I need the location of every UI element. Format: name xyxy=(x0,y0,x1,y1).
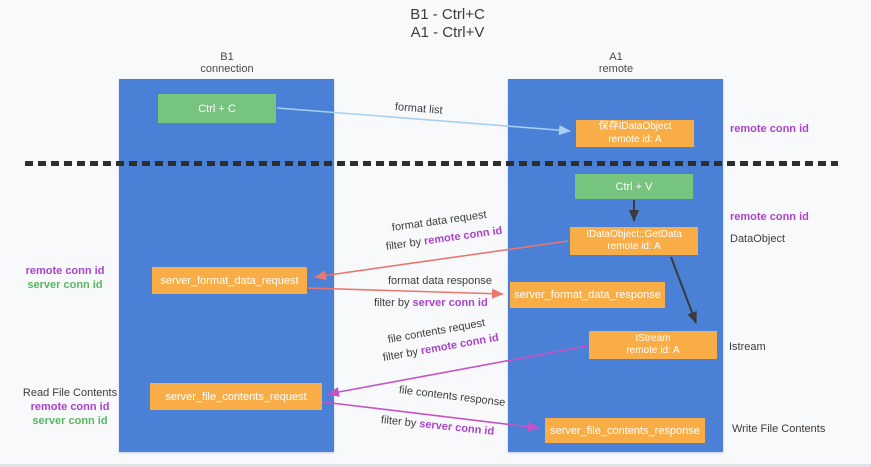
ctrl-c-box: Ctrl + C xyxy=(158,94,276,123)
ctrl-c-label: Ctrl + C xyxy=(198,102,236,115)
left-server-conn-id-1: server conn id xyxy=(27,279,103,291)
title-line-2: A1 - Ctrl+V xyxy=(410,24,485,41)
server-file-contents-request-box: server_file_contents_request xyxy=(150,383,322,410)
right-remote-conn-id-1: remote conn id xyxy=(730,123,809,135)
ctrl-v-label: Ctrl + V xyxy=(615,180,653,193)
server-format-data-request-label: server_format_data_request xyxy=(160,274,299,287)
write-file-contents-label: Write File Contents xyxy=(732,423,826,435)
left-remote-conn-id-2: remote conn id xyxy=(30,401,110,413)
filter-by-server-conn-id-label-2: filter by server conn id xyxy=(380,414,494,438)
server-file-contents-response-label: server_file_contents_response xyxy=(550,424,700,437)
server-conn-id-span: server conn id xyxy=(418,418,495,438)
left-remote-conn-id-1: remote conn id xyxy=(25,265,105,277)
istream-label: Istream xyxy=(729,341,766,353)
format-data-response-arrow xyxy=(307,287,504,299)
file-contents-response-label: file contents response xyxy=(398,384,506,409)
filter-prefix: filter by xyxy=(385,235,425,253)
left-server-conn-id-2: server conn id xyxy=(32,414,108,427)
save-dataobject-line1: 保存IDataObject xyxy=(598,121,672,132)
lane-left-role: connection xyxy=(200,63,254,75)
dashed-divider xyxy=(25,161,838,166)
server-format-data-response-box: server_format_data_response xyxy=(510,282,665,308)
lane-header-left: B1 connection xyxy=(167,51,287,75)
title-line-1: B1 - Ctrl+C xyxy=(410,6,485,23)
ctrl-v-box: Ctrl + V xyxy=(575,174,693,199)
save-dataobject-line2: remote id: A xyxy=(608,133,662,145)
filter-prefix: filter by xyxy=(374,297,413,309)
diagram-title: B1 - Ctrl+C A1 - Ctrl+V xyxy=(0,6,871,42)
filter-prefix: filter by xyxy=(381,345,422,364)
getdata-line1: IDataObject::GetData xyxy=(586,228,682,240)
left-read-file-stack: Read File Contents remote conn id server… xyxy=(10,386,130,428)
server-file-contents-response-box: server_file_contents_response xyxy=(545,418,705,443)
save-dataobject-box: 保存IDataObject remote id: A xyxy=(576,120,694,147)
left-conn-id-stack-top: remote conn id server conn id xyxy=(5,264,125,292)
istream-line2: remote id: A xyxy=(626,345,680,356)
server-file-contents-request-label: server_file_contents_request xyxy=(165,390,307,403)
getdata-box: IDataObject::GetData remote id: A xyxy=(570,227,698,255)
format-data-response-label: format data response xyxy=(388,275,492,287)
server-format-data-request-box: server_format_data_request xyxy=(152,267,307,294)
bottom-edge-strip xyxy=(0,464,871,467)
format-list-label: format list xyxy=(394,101,444,117)
lane-left-name: B1 xyxy=(220,51,234,63)
lane-right-role: remote xyxy=(598,63,634,75)
getdata-line2: remote id: A xyxy=(607,241,661,252)
istream-line1: IStream xyxy=(635,332,671,344)
filter-prefix: filter by xyxy=(380,414,420,430)
lane-header-right: A1 remote xyxy=(556,51,676,75)
right-remote-conn-id-2: remote conn id xyxy=(730,211,809,223)
remote-conn-id-span: remote conn id xyxy=(423,224,504,248)
istream-box: IStream remote id: A xyxy=(589,331,717,359)
dataobject-label: DataObject xyxy=(730,233,786,245)
lane-right-name: A1 xyxy=(609,51,623,63)
server-conn-id-span: server conn id xyxy=(412,297,488,309)
server-format-data-response-label: server_format_data_response xyxy=(514,289,661,301)
read-file-contents-label: Read File Contents xyxy=(22,387,118,399)
filter-by-server-conn-id-label-1: filter by server conn id xyxy=(374,297,488,309)
